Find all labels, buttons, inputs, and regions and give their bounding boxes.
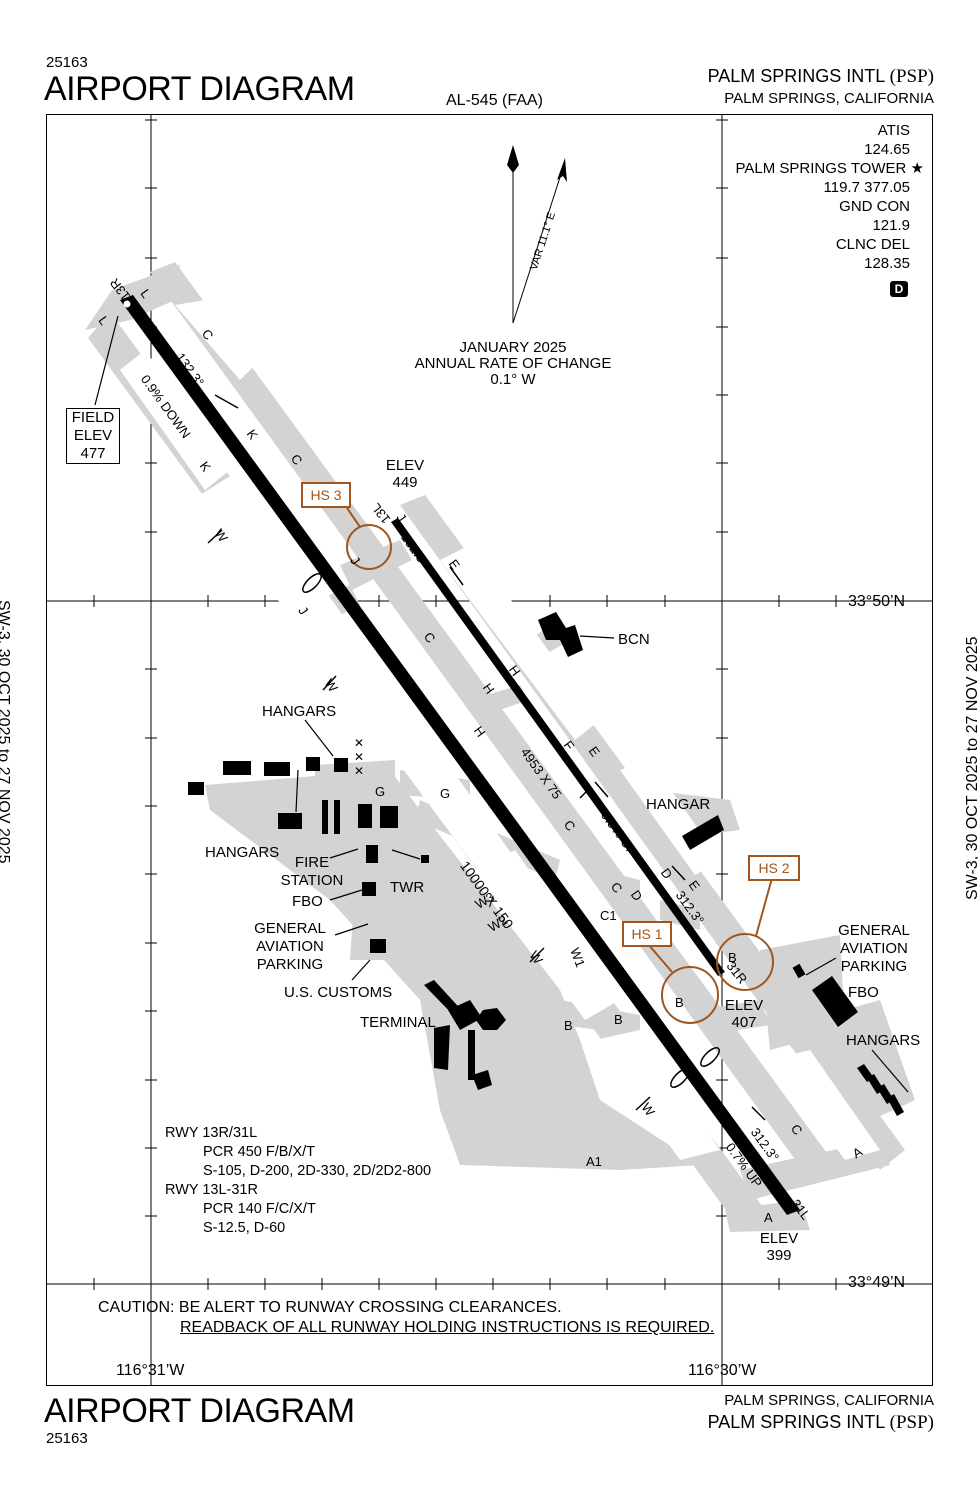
label-fbo-right: FBO	[848, 984, 879, 1001]
chart-id-bottom: 25163	[46, 1430, 88, 1447]
hotspots	[344, 504, 774, 1024]
frequency-list: ATIS 124.65 PALM SPRINGS TOWER ★ 119.7 3…	[736, 121, 924, 273]
freq-line: GND CON	[839, 198, 910, 215]
rwy-end-marker	[123, 300, 131, 308]
elev-value: 407	[731, 1014, 757, 1031]
runways	[120, 295, 800, 1215]
hotspot-label-hs1: HS 1	[622, 921, 672, 947]
elev-value: 449	[392, 474, 418, 491]
ga-r2: AVIATION	[840, 940, 908, 957]
field-elev-l3: 477	[80, 445, 106, 462]
north-arrow	[507, 145, 567, 324]
label-fbo-left: FBO	[292, 893, 323, 910]
mag-change: JANUARY 2025 ANNUAL RATE OF CHANGE 0.1° …	[393, 340, 633, 388]
lon-right: 116°30’W	[688, 1362, 757, 1379]
taxiway-label: B	[614, 1012, 623, 1027]
taxiway-label: G	[440, 786, 451, 801]
d-badge: D	[890, 281, 908, 297]
mag-line2: ANNUAL RATE OF CHANGE	[414, 355, 612, 372]
taxiway-label: B	[675, 995, 684, 1010]
freq-line: 121.9	[872, 217, 910, 234]
hold-marks	[207, 529, 720, 1111]
lon-left: 116°31’W	[116, 1362, 185, 1379]
freq-line: PALM SPRINGS TOWER ★	[735, 160, 924, 177]
city-bottom: PALM SPRINGS, CALIFORNIA	[724, 1392, 934, 1409]
taxiway-label: B	[564, 1018, 573, 1033]
title-top: AIRPORT DIAGRAM	[44, 70, 355, 108]
taxiway-label: G	[375, 784, 386, 799]
label-customs: U.S. CUSTOMS	[284, 984, 393, 1001]
elev-label: ELEV	[385, 457, 425, 474]
freq-line: 124.65	[864, 141, 910, 158]
label-terminal: TERMINAL	[360, 1014, 436, 1031]
note-line: RWY 13L-31R	[165, 1182, 258, 1198]
taxiway-label: A	[764, 1210, 773, 1225]
ga-l3: PARKING	[256, 956, 324, 973]
ga-r3: PARKING	[840, 958, 908, 975]
freq-line: CLNC DEL	[835, 236, 910, 253]
ga-r1: GENERAL	[838, 922, 910, 939]
elev-label: ELEV	[759, 1230, 799, 1247]
fire-l2: STATION	[280, 872, 344, 889]
taxiway-label: A1	[586, 1154, 602, 1169]
elev-label: ELEV	[724, 997, 764, 1014]
label-hangars-right: HANGARS	[846, 1032, 921, 1049]
chart-frame	[46, 114, 933, 1386]
freq-line: ATIS	[877, 122, 910, 139]
hotspot-label-hs2: HS 2	[748, 855, 800, 881]
freq-line: 128.35	[864, 255, 910, 272]
chart-id-top: 25163	[46, 54, 88, 71]
caution-line2: READBACK OF ALL RUNWAY HOLDING INSTRUCTI…	[180, 1319, 715, 1336]
elev-value: 399	[766, 1247, 792, 1264]
airport-name-top: PALM SPRINGS INTL (PSP)	[707, 66, 934, 87]
city-top: PALM SPRINGS, CALIFORNIA	[724, 90, 934, 107]
chart-code: AL-545 (FAA)	[446, 92, 543, 109]
field-elev-l2: ELEV	[73, 427, 113, 444]
airport-name-bottom: PALM SPRINGS INTL (PSP)	[707, 1412, 934, 1433]
taxiway-label: C1	[600, 908, 617, 923]
hotspot-label-hs3: HS 3	[301, 482, 351, 508]
taxiway-label: B	[728, 950, 737, 965]
ga-l1: GENERAL	[254, 920, 326, 937]
label-hangars-top: HANGARS	[262, 703, 337, 720]
fire-l1: FIRE	[294, 854, 330, 871]
buildings	[188, 612, 904, 1116]
note-line: RWY 13R/31L	[165, 1125, 258, 1141]
lat-bottom: 33°49’N	[848, 1274, 906, 1291]
title-bottom: AIRPORT DIAGRAM	[44, 1392, 355, 1430]
runway-13r-31l	[120, 295, 800, 1215]
field-elev-box: FIELD ELEV 477	[66, 408, 120, 464]
freq-line: 119.7 377.05	[823, 179, 910, 196]
note-line: PCR 140 F/C/X/T	[203, 1201, 316, 1217]
note-line: PCR 450 F/B/X/T	[203, 1144, 316, 1160]
caution-line1: CAUTION: BE ALERT TO RUNWAY CROSSING CLE…	[98, 1299, 562, 1316]
ga-l2: AVIATION	[256, 938, 324, 955]
label-bcn: BCN	[618, 631, 650, 648]
note-line: S-12.5, D-60	[203, 1220, 286, 1236]
label-hangar-right: HANGAR	[646, 796, 711, 813]
pointer-lines	[94, 315, 909, 1093]
heading-arrows	[214, 394, 766, 1121]
closed-marks: ✕✕✕	[354, 736, 365, 778]
runway-13l-31r	[391, 518, 725, 976]
lat-top: 33°50’N	[848, 593, 906, 610]
label-twr: TWR	[390, 879, 425, 896]
runway-notes: RWY 13R/31L PCR 450 F/B/X/T S-105, D-200…	[165, 1124, 431, 1238]
mag-line3: 0.1° W	[490, 371, 536, 388]
mag-line1: JANUARY 2025	[459, 339, 567, 356]
field-elev-l1: FIELD	[71, 409, 115, 426]
note-line: S-105, D-200, 2D-330, 2D/2D2-800	[203, 1163, 432, 1179]
islands	[120, 300, 880, 1160]
label-hangars-left: HANGARS	[205, 844, 280, 861]
